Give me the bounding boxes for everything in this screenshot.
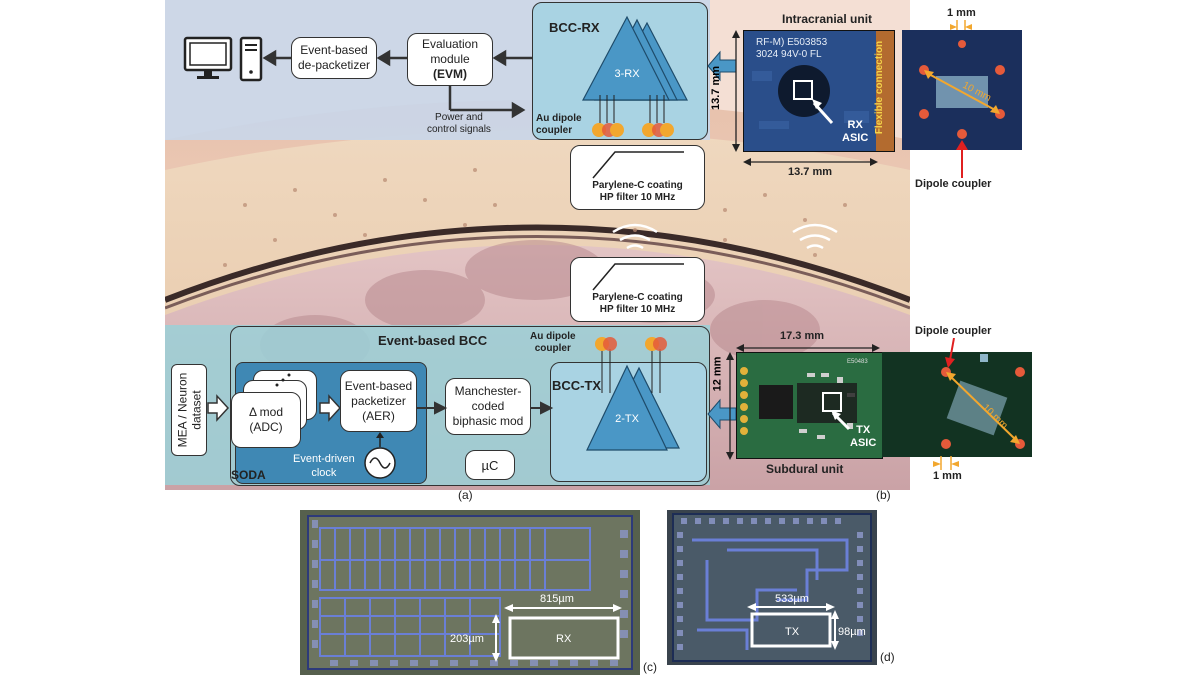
rx-chip-label: 3-RX: [614, 68, 640, 80]
panel-d-height-label: 98µm: [838, 626, 866, 638]
dim-13-7-horizontal: [743, 158, 878, 166]
uc-box: µC: [465, 450, 515, 480]
dim-1mm-top-label: 1 mm: [947, 7, 976, 19]
dim-13-7-horizontal-label: 13.7 mm: [788, 166, 833, 178]
hp-filter-top-icon: [592, 151, 684, 179]
rx-chip-triangles: 3-RX: [582, 15, 688, 101]
hp-filter-top-line2: HP filter 10 MHz: [599, 192, 676, 203]
evm-line-2: module: [430, 52, 470, 66]
tx-coupler-pads: [595, 337, 667, 393]
panel-d-caption: (d): [880, 650, 895, 664]
dim-1mm-bottom-label: 1 mm: [933, 470, 962, 482]
pcb-text-1: RF-M) E503853: [756, 37, 828, 48]
au-dipole-coupler-bottom-label: Au dipole coupler: [530, 331, 576, 354]
rx-asic-label: RX ASIC: [842, 119, 869, 144]
evm-line-1: Evaluation: [421, 37, 479, 51]
dipole-coupler-top-label: Dipole coupler: [915, 178, 992, 190]
event-depacketizer-label: Event-based de-packetizer: [297, 43, 371, 72]
bcc-rx-title: BCC-RX: [549, 20, 600, 35]
dim-13-7-vertical-label: 13.7 mm: [710, 65, 723, 111]
packetizer-line2: packetizer: [351, 393, 406, 408]
rx-coupler-photo: 10 mm: [902, 30, 1022, 150]
panel-d-width-label: 533µm: [775, 593, 809, 605]
pcb-text-2: 3024 94V-0 FL: [756, 49, 822, 60]
hp-filter-top-line1: Parylene-C coating: [592, 180, 683, 191]
bottom-arrows: [207, 394, 554, 422]
event-based-bcc-title: Event-based BCC: [378, 333, 488, 348]
soda-label: SODA: [231, 468, 266, 482]
panel-c-rx-label: RX: [556, 633, 572, 645]
delta-mod-line1: Δ mod: [248, 405, 284, 419]
subdural-pcb-photo: E50483: [736, 352, 883, 459]
dipole-coupler-bottom-arrow: [945, 338, 955, 368]
manchester-line2: coded: [471, 399, 505, 413]
intracranial-unit-label: Intracranial unit: [782, 12, 873, 26]
delta-mod-box: Δ mod (ADC): [231, 392, 301, 448]
mea-dataset-box: MEA / Neuron dataset: [171, 364, 207, 456]
clock-arrow: [376, 432, 384, 447]
subdural-unit-label: Subdural unit: [766, 462, 844, 476]
manchester-box: Manchester- coded biphasic mod: [445, 378, 531, 435]
panel-a-caption: (a): [458, 488, 473, 502]
dim-12-label: 12 mm: [711, 356, 724, 392]
evaluation-module-box: Evaluation module (EVM): [407, 33, 493, 86]
rx-coupler-pads: [592, 95, 674, 137]
hp-filter-bottom-box: Parylene-C coating HP filter 10 MHz: [570, 257, 705, 322]
panel-c-width-label: 815µm: [540, 593, 574, 605]
packetizer-line3: (AER): [362, 408, 395, 423]
hp-filter-bottom-icon: [592, 263, 684, 291]
hp-filter-bottom-line2: HP filter 10 MHz: [599, 304, 676, 315]
panel-b: Intracranial unit 13.7 mm RF-M) E503853 …: [700, 0, 1040, 505]
delta-mod-line2: (ADC): [249, 420, 283, 434]
panel-c-height-label: 203µm: [450, 633, 484, 645]
dim-12-marker: [726, 352, 734, 460]
flexible-connection-label: Flexible connection: [874, 40, 886, 135]
dim-13-7-vertical: [732, 30, 740, 152]
rx-die-photo: 815µm 203µm RX: [300, 510, 640, 675]
dim-1mm-bottom-marker: [933, 456, 959, 470]
dim-17-3-label: 17.3 mm: [780, 330, 825, 342]
top-arrows: [262, 49, 532, 119]
clock-icon: [364, 447, 396, 479]
bcc-tx-title: BCC-TX: [552, 378, 602, 393]
event-clock-label: Event-driven clock: [293, 453, 355, 479]
computer-icon: [183, 36, 263, 82]
dipole-coupler-top-arrow: [956, 140, 968, 178]
au-dipole-coupler-top-label: Au dipole coupler: [536, 113, 582, 136]
tx-asic-label: TX ASIC: [850, 424, 877, 449]
event-depacketizer-box: Event-based de-packetizer: [291, 37, 377, 79]
packetizer-line1: Event-based: [344, 378, 413, 393]
svg-text:E50483: E50483: [847, 359, 868, 365]
tx-coupler-photo: 10 mm: [882, 352, 1032, 457]
event-based-bcc-frame: [230, 326, 710, 486]
tx-chip-label: 2-TX: [615, 413, 640, 425]
hp-filter-top-box: Parylene-C coating HP filter 10 MHz: [570, 145, 705, 210]
hp-filter-bottom-line1: Parylene-C coating: [592, 292, 683, 303]
manchester-line3: biphasic mod: [452, 414, 524, 428]
evm-line-3: (EVM): [433, 67, 467, 81]
intracranial-pcb-photo: RF-M) E503853 3024 94V-0 FL: [743, 30, 895, 152]
panel-b-caption: (b): [876, 488, 891, 502]
panel-c-caption: (c): [643, 660, 657, 674]
panel-d-tx-label: TX: [785, 626, 800, 638]
dipole-coupler-bottom-label: Dipole coupler: [915, 325, 992, 337]
tx-die-photo: 533µm 98µm TX: [667, 510, 877, 665]
uc-label: µC: [481, 457, 499, 473]
manchester-line1: Manchester-: [454, 384, 522, 398]
tx-chip-triangles: 2-TX: [586, 364, 680, 451]
packetizer-box: Event-based packetizer (AER): [340, 370, 417, 432]
dim-17-3-marker: [736, 344, 880, 352]
power-control-label: Power and control signals: [427, 112, 491, 135]
delta-mod-dots: [275, 373, 291, 387]
